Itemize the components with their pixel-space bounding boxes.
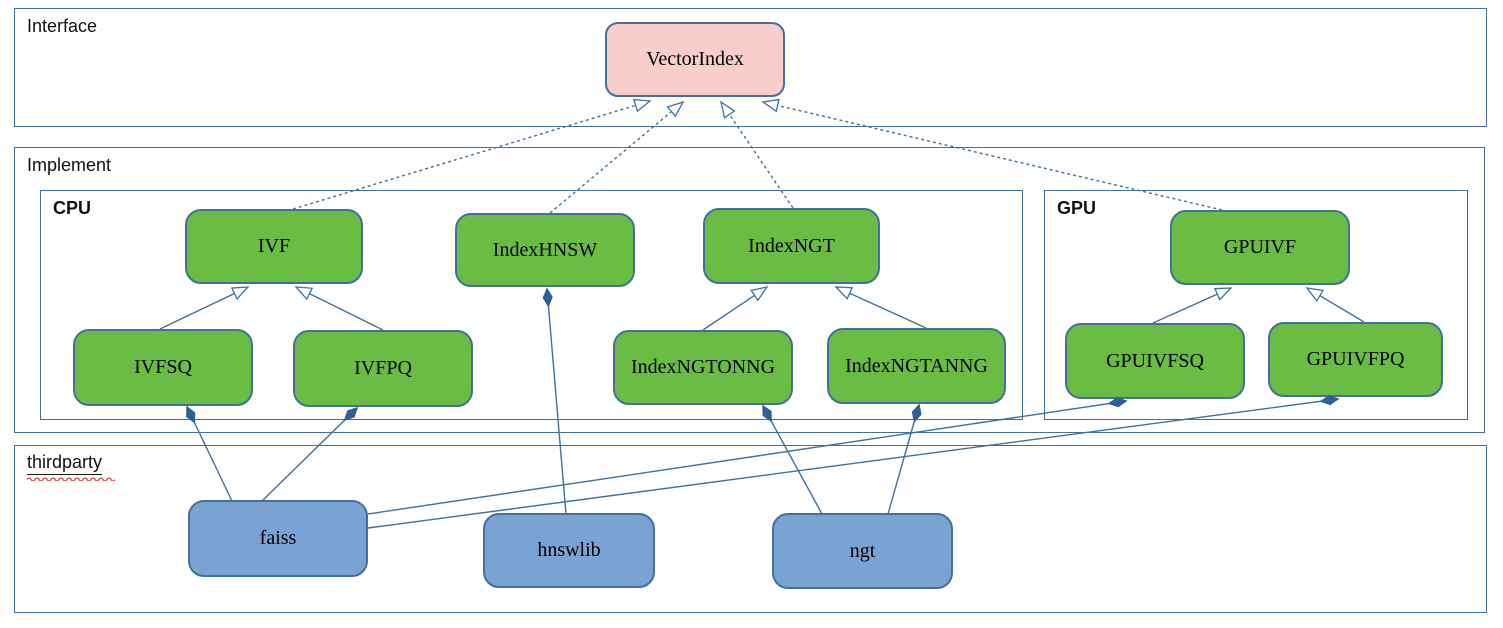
node-gpuivf-label: GPUIVF — [1223, 236, 1297, 258]
node-hnswlib-label: hnswlib — [537, 539, 601, 561]
node-indexngt: IndexNGT — [703, 208, 880, 284]
node-indexngtanng-label: IndexNGTANNG — [845, 354, 988, 377]
node-indexhnsw: IndexHNSW — [455, 213, 635, 287]
node-gpuivfsq-label: GPUIVFSQ — [1106, 349, 1204, 372]
node-indexngtonng: IndexNGTONNG — [613, 330, 793, 405]
node-gpuivfpq: GPUIVFPQ — [1268, 322, 1443, 397]
thirdparty-container-label: thirdparty — [27, 452, 115, 481]
interface-container-label: Interface — [27, 16, 98, 36]
thirdparty-label-text: thirdparty — [27, 452, 103, 475]
node-faiss: faiss — [188, 500, 368, 577]
node-ivf-label: IVF — [257, 235, 291, 257]
node-indexhnsw-label: IndexHNSW — [492, 238, 598, 261]
implement-container-label: Implement — [27, 155, 112, 175]
node-vectorindex-label: VectorIndex — [646, 48, 744, 70]
node-gpuivfsq: GPUIVFSQ — [1065, 323, 1245, 399]
node-faiss-label: faiss — [259, 527, 297, 549]
node-ivfpq-label: IVFPQ — [354, 357, 412, 379]
node-hnswlib: hnswlib — [483, 513, 655, 588]
cpu-container-label: CPU — [53, 198, 92, 218]
node-ngt: ngt — [772, 513, 953, 589]
node-gpuivf: GPUIVF — [1170, 210, 1350, 285]
node-vectorindex: VectorIndex — [605, 22, 785, 97]
node-indexngtonng-label: IndexNGTONNG — [630, 356, 776, 378]
node-ngt-label: ngt — [849, 539, 876, 562]
node-ivfsq-label: IVFSQ — [134, 356, 192, 378]
node-ivf: IVF — [185, 209, 363, 284]
node-ivfsq: IVFSQ — [73, 329, 253, 406]
gpu-container-label: GPU — [1057, 198, 1097, 218]
node-indexngtanng: IndexNGTANNG — [827, 328, 1006, 404]
node-indexngt-label: IndexNGT — [748, 234, 835, 257]
node-ivfpq: IVFPQ — [293, 330, 473, 407]
spellcheck-squiggle-icon — [27, 477, 115, 481]
node-gpuivfpq-label: GPUIVFPQ — [1306, 348, 1405, 370]
